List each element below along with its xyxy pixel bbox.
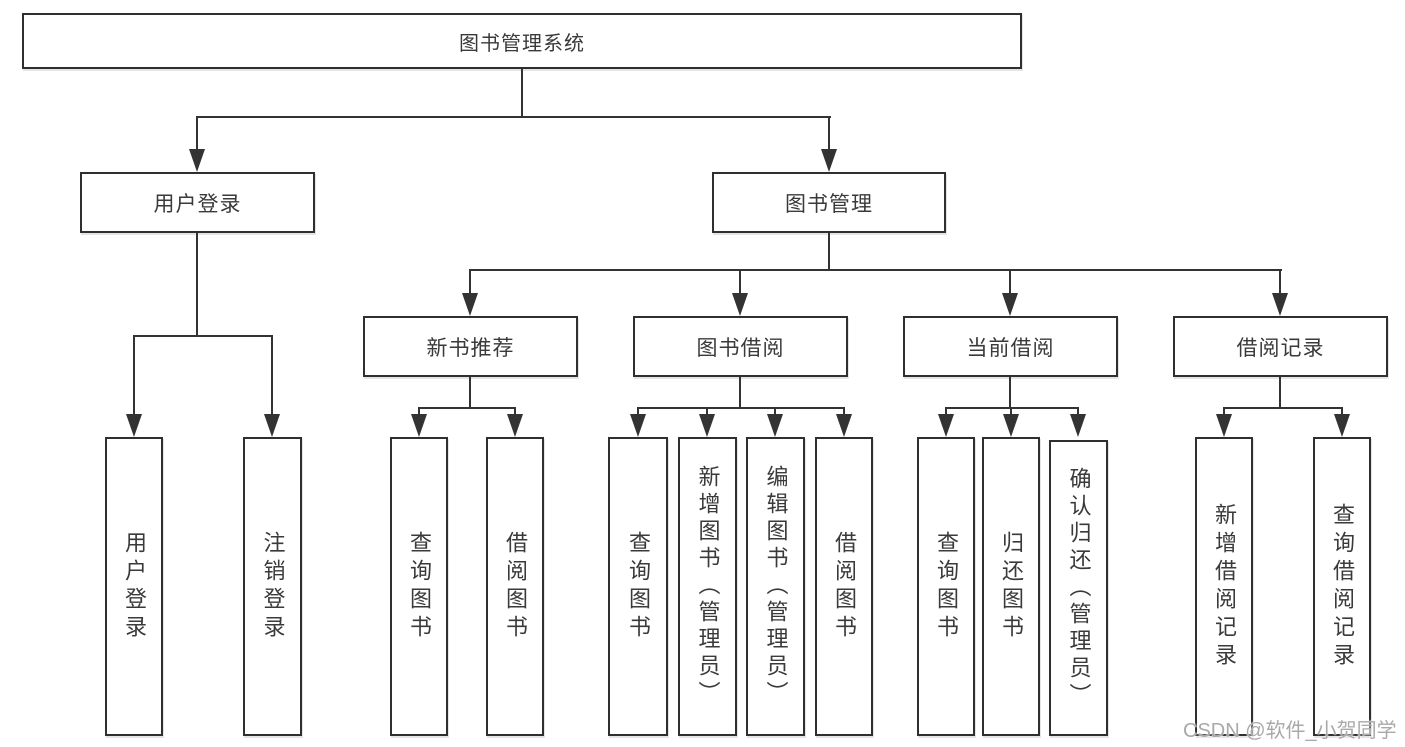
arrow-into-sec2-leaf4 <box>836 414 852 437</box>
arrow-into-sec4-leaf2 <box>1334 414 1350 437</box>
node-current-borrow: 当前借阅 <box>903 316 1118 377</box>
connector-login-stub <box>196 233 198 337</box>
leaf-borrow-query-books: 查询图书 <box>608 437 668 736</box>
leaf-recommend-borrow-books-label: 借阅图书 <box>503 530 528 643</box>
connector-sec4-rail <box>1223 407 1343 409</box>
leaf-logout-label: 注销登录 <box>260 530 286 643</box>
arrow-into-sec3-leaf2 <box>1003 414 1019 437</box>
node-user-login-label: 用户登录 <box>153 192 242 216</box>
leaf-user-login: 用户登录 <box>105 437 163 736</box>
connector-login-leaf2-shaft <box>271 335 273 416</box>
csdn-watermark: CSDN @软件_小贺同学 <box>1183 720 1397 742</box>
connector-mgmt-stub <box>828 233 830 271</box>
leaf-borrow-query-books-label: 查询图书 <box>626 530 651 643</box>
node-user-login: 用户登录 <box>80 172 315 233</box>
connector-login-shaft <box>196 116 198 150</box>
connector-sec4-leaf2-shaft <box>1341 407 1343 417</box>
connector-sec1-leaf2-shaft <box>514 407 516 417</box>
leaf-recommend-query-books-label: 查询图书 <box>407 530 432 643</box>
node-book-borrow: 图书借阅 <box>633 316 848 377</box>
connector-sec2-leaf2-shaft <box>706 407 708 417</box>
node-root-label: 图书管理系统 <box>459 32 585 55</box>
leaf-current-confirm-return-admin-label: 确认归还（管理员） <box>1066 466 1092 710</box>
connector-sec1-leaf1-shaft <box>418 407 420 417</box>
node-book-management-label: 图书管理 <box>785 192 873 216</box>
leaf-current-confirm-return-admin: 确认归还（管理员） <box>1049 440 1108 736</box>
leaf-borrow-borrow-books-label: 借阅图书 <box>832 530 857 643</box>
connector-level2-rail <box>197 116 831 118</box>
leaf-records-add-record: 新增借阅记录 <box>1195 437 1253 736</box>
connector-sec2-shaft <box>739 269 741 296</box>
arrow-into-sec4-leaf1 <box>1216 414 1232 437</box>
connector-login-rail <box>133 335 273 337</box>
connector-sec2-leaf3-shaft <box>774 407 776 417</box>
node-new-book-recommend-label: 新书推荐 <box>426 336 515 360</box>
connector-sec1-rail <box>418 407 516 409</box>
connector-sec2-rail <box>637 407 845 409</box>
leaf-borrow-borrow-books: 借阅图书 <box>815 437 873 736</box>
arrow-into-sec4 <box>1272 293 1288 316</box>
arrow-into-login-leaf1 <box>126 414 142 437</box>
connector-sec3-rail <box>945 407 1079 409</box>
connector-sec3-leaf1-shaft <box>945 407 947 417</box>
leaf-current-query-books-label: 查询图书 <box>934 530 959 643</box>
leaf-borrow-edit-books-admin: 编辑图书（管理员） <box>746 437 805 736</box>
connector-sec2-leaf4-shaft <box>843 407 845 417</box>
connector-root-stub <box>521 69 523 118</box>
leaf-current-query-books: 查询图书 <box>917 437 975 736</box>
connector-sec3-shaft <box>1009 269 1011 296</box>
connector-sec1-stub <box>469 377 471 409</box>
node-new-book-recommend: 新书推荐 <box>363 316 578 377</box>
connector-sec3-leaf2-shaft <box>1010 407 1012 417</box>
node-book-management: 图书管理 <box>712 172 946 233</box>
connector-level3-rail <box>469 269 1282 271</box>
connector-sec2-stub <box>739 377 741 409</box>
connector-sec4-leaf1-shaft <box>1223 407 1225 417</box>
connector-sec3-stub <box>1009 377 1011 409</box>
arrow-into-sec1-leaf1 <box>411 414 427 437</box>
leaf-current-return-books: 归还图书 <box>982 437 1040 736</box>
arrow-into-sec2-leaf1 <box>630 414 646 437</box>
connector-sec4-stub <box>1279 377 1281 409</box>
connector-sec2-leaf1-shaft <box>637 407 639 417</box>
arrow-into-login <box>189 149 205 172</box>
node-book-borrow-label: 图书借阅 <box>696 336 785 360</box>
leaf-current-return-books-label: 归还图书 <box>999 530 1024 643</box>
leaf-borrow-add-books-admin-label: 新增图书（管理员） <box>695 465 721 708</box>
connector-login-leaf1-shaft <box>133 335 135 416</box>
leaf-borrow-add-books-admin: 新增图书（管理员） <box>678 437 737 736</box>
arrow-into-sec2 <box>732 293 748 316</box>
leaf-recommend-borrow-books: 借阅图书 <box>486 437 544 736</box>
arrow-into-mgmt <box>821 149 837 172</box>
leaf-records-query-record: 查询借阅记录 <box>1313 437 1371 736</box>
arrow-into-sec1-leaf2 <box>507 414 523 437</box>
arrow-into-sec2-leaf3 <box>767 414 783 437</box>
arrow-into-sec3 <box>1002 293 1018 316</box>
arrow-into-login-leaf2 <box>264 414 280 437</box>
connector-sec1-shaft <box>469 269 471 296</box>
connector-mgmt-shaft <box>828 116 830 150</box>
leaf-recommend-query-books: 查询图书 <box>390 437 448 736</box>
arrow-into-sec2-leaf2 <box>699 414 715 437</box>
arrow-into-sec3-leaf3 <box>1070 414 1086 437</box>
arrow-into-sec3-leaf1 <box>938 414 954 437</box>
node-root: 图书管理系统 <box>22 13 1022 69</box>
arrow-into-sec1 <box>462 293 478 316</box>
connector-sec4-shaft <box>1279 269 1281 296</box>
leaf-logout: 注销登录 <box>243 437 302 736</box>
leaf-records-query-record-label: 查询借阅记录 <box>1330 502 1355 671</box>
connector-sec3-leaf3-shaft <box>1077 407 1079 417</box>
leaf-user-login-label: 用户登录 <box>122 530 147 643</box>
leaf-records-add-record-label: 新增借阅记录 <box>1212 502 1237 671</box>
node-borrow-records: 借阅记录 <box>1173 316 1388 377</box>
node-borrow-records-label: 借阅记录 <box>1236 336 1325 360</box>
leaf-borrow-edit-books-admin-label: 编辑图书（管理员） <box>763 465 789 708</box>
node-current-borrow-label: 当前借阅 <box>966 336 1055 360</box>
